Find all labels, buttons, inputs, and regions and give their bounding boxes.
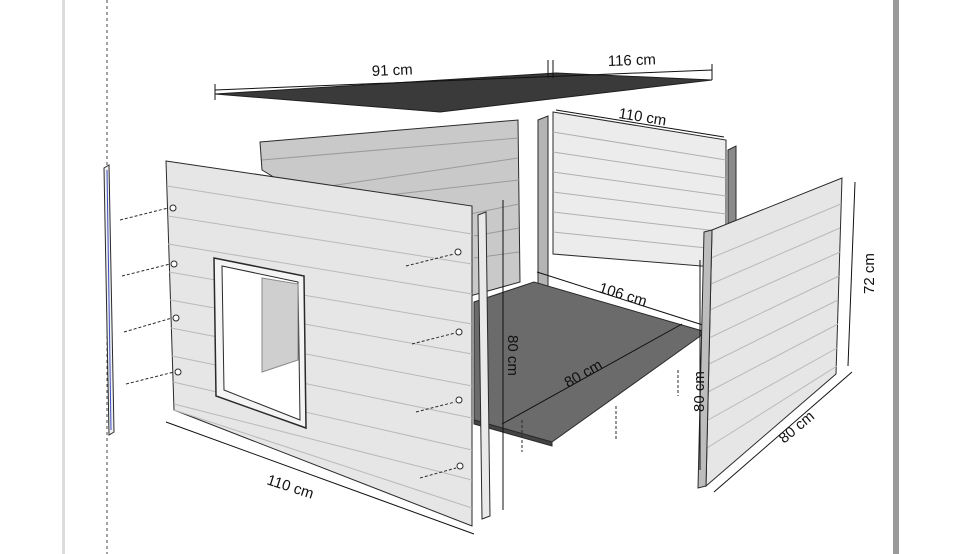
screws-floor xyxy=(521,370,679,452)
front-panel xyxy=(165,160,473,527)
back-right-panel-planks xyxy=(552,131,727,251)
right-side-panel-planks xyxy=(706,203,842,449)
back-wall-planks xyxy=(261,137,520,259)
post-height-dimension: 80 cm xyxy=(504,335,521,376)
front-width-dimension-line xyxy=(165,421,475,535)
roof-dimension-line xyxy=(214,69,713,91)
front-width-dimension: 110 cm xyxy=(265,472,316,503)
floor-panel xyxy=(473,281,708,443)
front-panel-holes xyxy=(169,204,464,470)
back-corner-post xyxy=(537,115,549,291)
roof-right-dimension: 116 cm xyxy=(608,51,657,70)
front-corner-post xyxy=(477,211,491,520)
back-right-panel xyxy=(552,111,727,269)
screws-left xyxy=(119,207,175,385)
right-panel-outer-height: 72 cm xyxy=(861,253,878,294)
roof-left-dimension: 91 cm xyxy=(371,61,413,80)
right-page-border xyxy=(893,0,899,554)
door-inner-wall xyxy=(261,277,299,373)
floor-width-dimension-line xyxy=(501,323,683,425)
back-panel-dimension-line xyxy=(555,109,725,138)
right-panel-outer-height-line xyxy=(847,181,856,367)
right-panel-inner-height: 80 cm xyxy=(691,371,708,412)
right-panel-depth-line xyxy=(713,371,853,493)
floor-edge xyxy=(473,419,553,447)
screws-right xyxy=(405,253,457,479)
floor-depth-dimension-line xyxy=(536,271,707,327)
roof-panel xyxy=(214,72,713,113)
left-trim-edge xyxy=(106,169,112,431)
left-page-border xyxy=(62,0,65,554)
front-panel-planks xyxy=(166,185,473,509)
